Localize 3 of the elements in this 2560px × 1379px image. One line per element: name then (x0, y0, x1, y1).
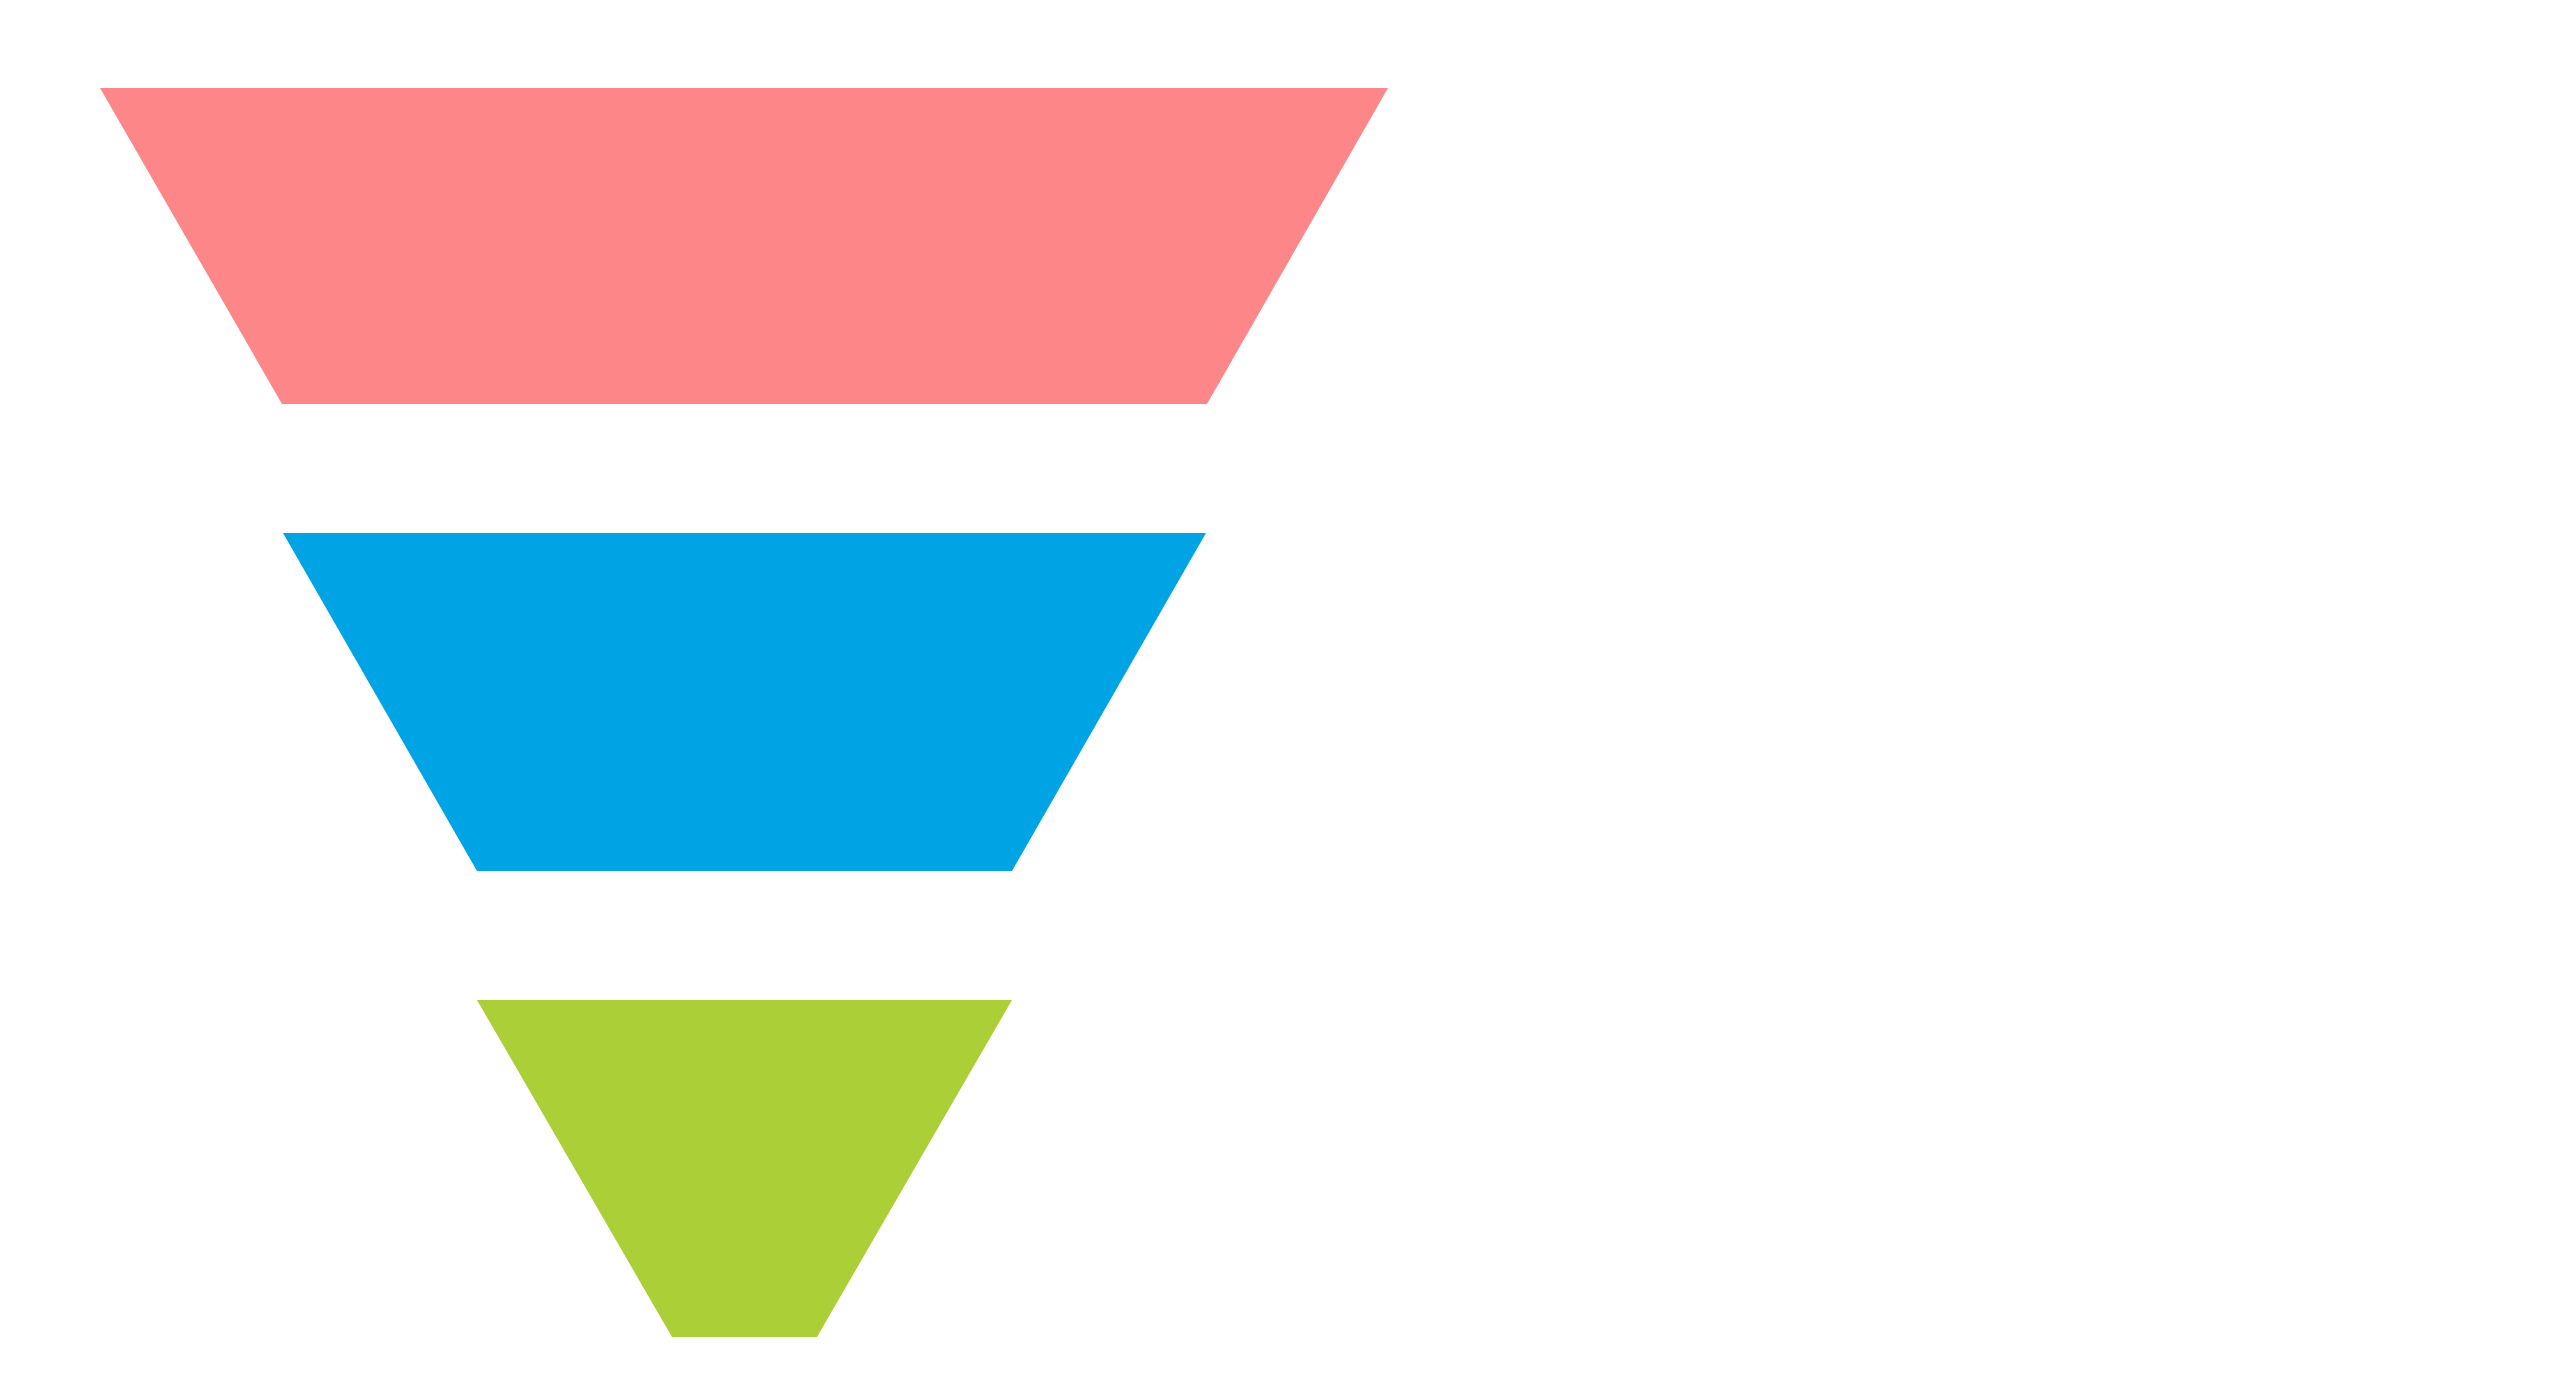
funnel-segment (283, 533, 1206, 871)
funnel-segment (477, 1000, 1012, 1337)
funnel-segment (100, 88, 1388, 404)
